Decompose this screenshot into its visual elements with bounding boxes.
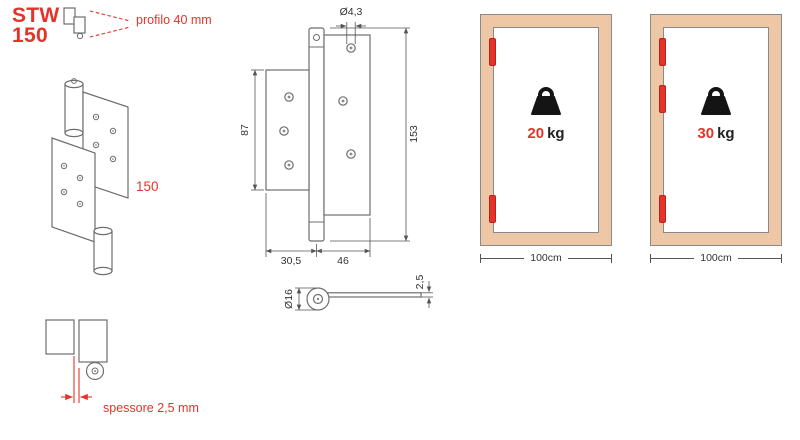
hinge-marker: [489, 38, 496, 66]
closed-profile-plates: [45, 319, 108, 381]
right-leaf-front: [323, 34, 371, 216]
product-size: 150: [12, 24, 48, 47]
dim-total-height: 153: [330, 27, 420, 242]
leaf-width-label: 30,5: [281, 255, 302, 267]
leaf-thickness-label: 2,5: [414, 275, 426, 290]
dim-knuckle-diameter: Ø16: [283, 287, 316, 311]
dim-tick: [781, 253, 783, 263]
weight-unit: kg: [717, 125, 735, 142]
weight-value: 30: [697, 125, 715, 142]
weight-unit: kg: [547, 125, 565, 142]
dim-line: [651, 257, 695, 259]
knuckle-barrel: [308, 27, 325, 242]
door-width-label: 100cm: [530, 252, 562, 264]
door-width-dimension-2: 100cm: [650, 252, 783, 264]
dim-tick: [480, 253, 481, 263]
left-leaf-3d: [51, 137, 96, 243]
screw-holes-right: [338, 43, 356, 159]
profile-note: profilo 40 mm: [136, 13, 212, 27]
weight-icon-wrap: [481, 85, 611, 115]
front-view: [265, 27, 371, 242]
thickness-note: spessore 2,5 mm: [103, 401, 199, 415]
hinge-marker: [659, 195, 666, 223]
door-width-dimension-1: 100cm: [480, 252, 613, 264]
thickness-dimension: [61, 356, 92, 403]
dim-line: [737, 257, 782, 259]
dim-leaf-thickness: 2,5: [414, 275, 433, 308]
weight-icon: [531, 87, 561, 115]
profile-icon-leaf-b: [73, 16, 86, 34]
door-panel: [493, 27, 599, 233]
dim-widths: 30,5 46: [265, 193, 371, 267]
callout-line-top-icon: [89, 10, 131, 22]
dim-line: [481, 257, 525, 259]
side-view: [306, 287, 422, 311]
hinge-marker: [489, 195, 496, 223]
closed-profile-drawing: [45, 319, 108, 403]
open-width-label: 46: [337, 255, 349, 267]
dim-tick: [650, 253, 651, 263]
weight-icon-wrap: [651, 85, 781, 115]
technical-drawing: Ø4,3 87 153 30,5 46: [239, 6, 433, 311]
total-height-label: 153: [408, 125, 420, 143]
door-panel: [663, 27, 769, 233]
leaf-height-label: 87: [239, 124, 251, 136]
hinge-marker: [659, 38, 666, 66]
profile-icon: [63, 7, 131, 40]
dim-line: [567, 257, 612, 259]
leaf-side: [326, 292, 422, 298]
callout-line-bottom-icon: [89, 26, 131, 38]
product-code: STW: [12, 4, 60, 27]
profile-icon-leaf-a: [63, 7, 76, 25]
hinge-marker: [659, 85, 666, 113]
bottom-knuckle: [93, 226, 113, 276]
weight-value: 20: [527, 125, 545, 142]
knuckle-diameter-label: Ø16: [283, 289, 295, 309]
dim-hole-diameter: Ø4,3: [336, 6, 366, 44]
hole-diameter-label: Ø4,3: [340, 6, 363, 18]
product-title: STW 150: [12, 4, 60, 47]
profile-icon-pivot: [76, 32, 84, 40]
dim-leaf-height: 87: [239, 69, 264, 191]
weight-icon: [701, 87, 731, 115]
screw-holes-left: [279, 92, 294, 170]
dim-tick: [611, 253, 613, 263]
height-label: 150: [136, 179, 159, 194]
top-knuckle: [64, 78, 84, 138]
door-width-label: 100cm: [700, 252, 732, 264]
perspective-drawing: [51, 78, 129, 276]
